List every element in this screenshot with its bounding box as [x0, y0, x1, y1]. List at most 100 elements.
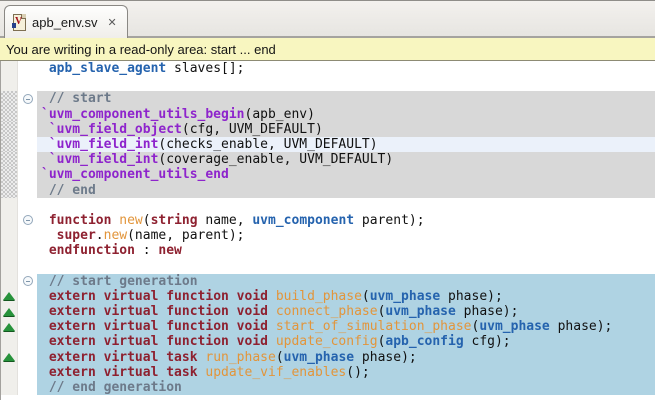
code-token: (	[377, 304, 386, 319]
code-token: `uvm_component_utils_begin	[41, 106, 245, 122]
fold-ruler-cell	[18, 121, 37, 137]
code-line-text: `uvm_component_utils_end	[37, 167, 655, 183]
readonly-warning-banner: You are writing in a read-only area: sta…	[0, 38, 655, 61]
fold-ruler-cell	[18, 152, 37, 168]
code-line[interactable]: `uvm_component_utils_end	[1, 167, 655, 183]
code-token	[41, 213, 49, 228]
annotation-ruler-cell	[1, 319, 18, 335]
code-line-text: // end generation	[37, 379, 655, 396]
fold-ruler-cell	[18, 76, 37, 92]
code-token	[41, 61, 49, 76]
code-token: extern virtual function void	[48, 319, 268, 335]
code-line-text: // end	[37, 182, 655, 198]
code-line[interactable]: endfunction : new	[1, 243, 655, 259]
code-token: phase);	[455, 304, 519, 319]
fold-ruler-cell	[18, 182, 37, 198]
code-token	[41, 243, 49, 258]
override-marker-icon[interactable]	[3, 292, 15, 301]
annotation-ruler-cell	[1, 182, 18, 198]
code-line[interactable]: extern virtual function void connect_pha…	[1, 304, 655, 320]
fold-ruler-cell	[18, 167, 37, 183]
code-token: (cfg, UVM_DEFAULT)	[181, 121, 323, 137]
code-line-text: apb_slave_agent slaves[];	[37, 61, 655, 76]
code-token: function	[48, 212, 112, 228]
code-line[interactable]: // end generation	[1, 379, 655, 396]
code-line[interactable]	[1, 76, 655, 92]
annotation-ruler-cell	[1, 258, 18, 274]
code-line-text: extern virtual task update_vif_enables()…	[37, 364, 655, 380]
code-token: cfg);	[463, 334, 511, 350]
code-line[interactable]: extern virtual function void update_conf…	[1, 334, 655, 350]
fold-ruler-cell	[18, 379, 37, 396]
code-token: // end generation	[41, 379, 182, 395]
code-line[interactable]: // start	[1, 91, 655, 107]
code-token: (	[142, 212, 151, 228]
code-line[interactable]: super.new(name, parent);	[1, 228, 655, 244]
fold-ruler-cell	[18, 334, 37, 350]
code-token: extern virtual function void	[48, 304, 268, 319]
code-token: update_vif_enables	[205, 364, 347, 380]
annotation-ruler-cell	[1, 364, 18, 380]
fold-ruler-cell	[18, 319, 37, 335]
code-line[interactable]: `uvm_component_utils_begin(apb_env)	[1, 106, 655, 122]
editor-tab-bar: V apb_env.sv ✕	[0, 0, 655, 38]
code-line-text	[37, 76, 655, 91]
fold-ruler-cell	[18, 228, 37, 244]
annotation-ruler-cell	[1, 197, 18, 213]
fold-collapse-icon[interactable]	[22, 215, 33, 226]
code-token: (	[275, 349, 284, 365]
code-token: ();	[346, 364, 370, 380]
tab-apb-env-sv[interactable]: V apb_env.sv ✕	[4, 5, 128, 38]
code-line-text	[37, 258, 655, 273]
annotation-ruler-cell	[1, 379, 18, 396]
annotation-ruler-cell	[1, 243, 18, 259]
code-token: apb_slave_agent	[48, 61, 167, 76]
code-line[interactable]: // end	[1, 182, 655, 198]
code-line[interactable]: extern virtual function void start_of_si…	[1, 319, 655, 335]
systemverilog-file-icon: V	[12, 14, 26, 31]
annotation-ruler-cell	[1, 273, 18, 289]
code-editor[interactable]: apb_slave_agent slaves[]; // start`uvm_c…	[0, 61, 655, 400]
code-line[interactable]	[1, 197, 655, 213]
code-line[interactable]: extern virtual task run_phase(uvm_phase …	[1, 349, 655, 365]
override-marker-icon[interactable]	[3, 322, 15, 331]
code-line[interactable]	[1, 258, 655, 274]
code-token: `uvm_field_object	[48, 121, 182, 137]
code-line[interactable]: `uvm_field_int(coverage_enable, UVM_DEFA…	[1, 152, 655, 168]
annotation-ruler-cell	[1, 228, 18, 244]
annotation-ruler-cell	[1, 349, 18, 365]
fold-ruler-cell	[18, 61, 37, 77]
code-line[interactable]: extern virtual task update_vif_enables()…	[1, 364, 655, 380]
code-token: extern virtual function void	[48, 288, 268, 304]
code-line[interactable]: // start generation	[1, 273, 655, 289]
override-marker-icon[interactable]	[3, 307, 15, 316]
code-token	[41, 289, 49, 304]
fold-collapse-icon[interactable]	[22, 276, 33, 287]
code-token: (	[471, 319, 480, 335]
code-token: :	[134, 243, 159, 259]
code-token: phase);	[354, 349, 417, 365]
annotation-ruler-cell	[1, 304, 18, 320]
code-token: apb_config	[385, 334, 464, 350]
fold-ruler-cell	[18, 349, 37, 365]
code-token: (checks_enable, UVM_DEFAULT)	[158, 136, 378, 152]
code-line[interactable]: `uvm_field_int(checks_enable, UVM_DEFAUL…	[1, 136, 655, 153]
override-marker-icon[interactable]	[3, 353, 15, 362]
tab-close-icon[interactable]: ✕	[107, 15, 117, 29]
code-token	[41, 350, 49, 365]
code-token	[268, 334, 276, 349]
fold-ruler-cell	[18, 364, 37, 380]
annotation-ruler-cell	[1, 334, 18, 350]
code-line[interactable]: extern virtual function void build_phase…	[1, 288, 655, 304]
code-line[interactable]: `uvm_field_object(cfg, UVM_DEFAULT)	[1, 121, 655, 137]
code-token: (	[361, 288, 370, 304]
code-token: // end	[41, 182, 96, 198]
fold-collapse-icon[interactable]	[22, 93, 33, 104]
code-token	[268, 319, 276, 334]
code-line[interactable]: apb_slave_agent slaves[];	[1, 61, 655, 77]
code-token: extern virtual task	[48, 364, 198, 380]
code-line[interactable]: function new(string name, uvm_component …	[1, 212, 655, 229]
code-token: start_of_simulation_phase	[275, 319, 472, 335]
code-token: extern virtual task	[48, 349, 198, 365]
code-token: `uvm_field_int	[48, 136, 159, 152]
